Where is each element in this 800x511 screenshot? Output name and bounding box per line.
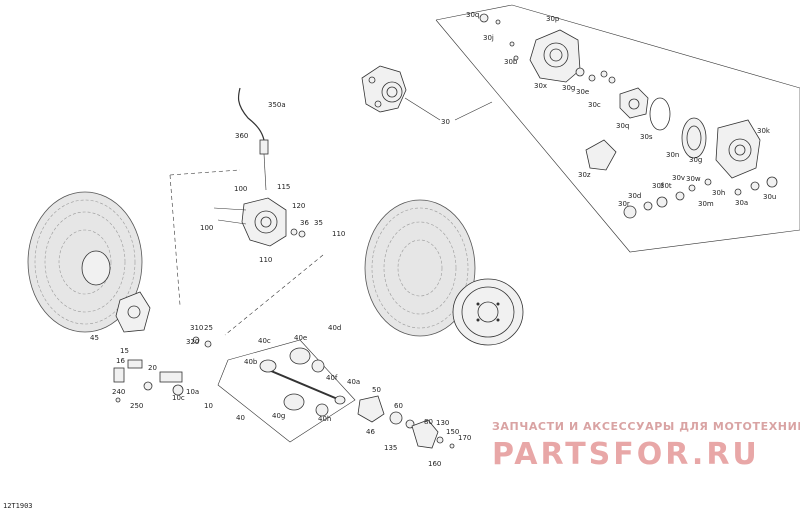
callout-15: 15 [120,347,129,355]
callout-110-right: 110 [332,230,345,238]
callout-30z: 30z [578,171,591,179]
callout-30h: 30h [712,189,725,197]
callout-30g: 30g [689,156,702,164]
callout-30n: 30n [666,151,679,159]
callout-30g-top: 30g [562,84,575,92]
callout-310: 310 [190,324,203,332]
callout-250: 250 [130,402,143,410]
callout-360: 360 [235,132,248,140]
driveshaft-group-boundary [217,339,356,443]
callout-40f: 40f [326,374,338,382]
callout-50: 50 [372,386,381,394]
callout-40e: 40e [294,334,307,342]
callout-10a: 10a [186,388,199,396]
small-diff-parts [479,13,778,219]
actuator [213,197,306,247]
callout-40h: 40h [318,415,331,423]
drive-shaft [259,347,346,417]
callout-30w: 30w [686,175,701,183]
callout-30j: 30j [483,34,494,42]
wire-connector [259,139,269,155]
callout-46: 46 [366,428,375,436]
actuator-wire-harness [237,87,265,141]
left-tire [27,191,143,333]
callout-100-top: 100 [234,185,247,193]
callout-20: 20 [148,364,157,372]
callout-30m: 30m [698,200,714,208]
wheel-rim [452,278,524,346]
callout-30q-top: 30q [466,11,479,19]
watermark-brand: PARTSFOR.RU [492,437,760,472]
axle-parts-10 [113,336,212,403]
callout-10c: 10c [172,394,185,402]
callout-130: 130 [436,419,449,427]
callout-16: 16 [116,357,125,365]
callout-35: 35 [314,219,323,227]
front-differential [361,65,407,113]
callout-30s: 30s [640,133,653,141]
callout-30x: 30x [534,82,547,90]
callout-30t: 30t [660,182,672,190]
watermark-caption: ЗАПЧАСТИ И АКСЕССУАРЫ ДЛЯ МОТОТЕХНИКИ [492,420,800,433]
diff-case [619,87,649,119]
right-hub-parts [357,395,455,449]
figure-code: 12T1903 [3,502,33,510]
callout-150: 150 [446,428,459,436]
callout-60: 60 [394,402,403,410]
callout-30u: 30u [763,193,776,201]
callout-10: 10 [204,402,213,410]
pinion-assembly [585,139,617,171]
callout-30p: 30p [546,15,560,23]
actuator-group-boundary-2 [169,169,241,176]
callout-40d: 40d [328,324,341,332]
callout-240: 240 [112,388,125,396]
actuator-group-boundary [169,174,181,306]
center-tire [364,199,476,337]
callout-40g: 40g [272,412,285,420]
callout-40: 40 [236,414,245,422]
callout-30a: 30a [735,199,748,207]
callout-80: 80 [424,418,433,426]
callout-30e: 30e [576,88,589,96]
actuator-group-boundary-3 [224,254,324,336]
callout-30f: 30f [652,182,664,190]
callout-45: 45 [90,334,99,342]
callout-30v: 30v [672,174,685,182]
callout-30d: 30d [628,192,641,200]
callout-120: 120 [292,202,305,210]
callout-30c: 30c [588,101,601,109]
diff-housing-right [715,119,761,179]
callout-100-left: 100 [200,224,213,232]
callout-135: 135 [384,444,397,452]
o-ring [649,97,671,131]
callout-36: 36 [300,219,309,227]
callout-30b: 30b [504,58,518,66]
callout-30: 30 [441,118,450,126]
callout-170: 170 [458,434,471,442]
callout-40b: 40b [244,358,258,366]
diff-group-boundary [435,4,800,253]
ring-gear [681,117,707,159]
callout-320: 320 [186,338,199,346]
callout-30r: 30r [618,200,630,208]
callout-30k: 30k [757,127,771,135]
left-knuckle [115,291,151,333]
callout-160: 160 [428,460,441,468]
callout-30q: 30q [616,122,629,130]
callout-115: 115 [277,183,290,191]
callout-110-bottom: 110 [259,256,272,264]
callout-350a: 350a [268,101,286,109]
callout-40c: 40c [258,337,271,345]
callout-25: 25 [204,324,213,332]
diff-housing-cover [529,29,581,83]
callout-40a: 40a [347,378,360,386]
